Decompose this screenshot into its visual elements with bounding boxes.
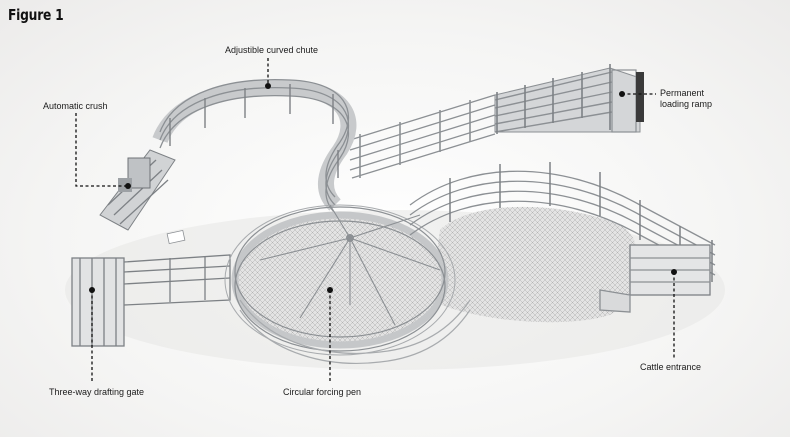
ramp-dot [619, 91, 625, 97]
drafting-gate [71, 254, 231, 347]
entrance-callout: Cattle entrance [640, 362, 702, 372]
forcing-pen-floor [235, 215, 445, 345]
figure-title: Figure 1 [8, 6, 64, 24]
ramp-callout-line2: loading ramp [660, 99, 713, 109]
drafting-gate-callout: Three-way drafting gate [49, 387, 145, 397]
race-to-ramp [349, 94, 496, 179]
chute-dot [265, 83, 271, 89]
holding-yard-floor [430, 206, 639, 323]
holding-yard [409, 162, 716, 313]
crush-leader [75, 113, 128, 187]
forcing-pen-dot [327, 287, 333, 293]
crush-dot [125, 183, 131, 189]
chute-callout: Adjustible curved chute [225, 45, 319, 55]
automatic-crush [99, 149, 186, 245]
walkway-rail [239, 299, 471, 354]
drafting-gate-dot [89, 287, 95, 293]
leader-lines [75, 58, 675, 383]
ramp-callout-line1: Permanent [660, 88, 705, 98]
leader-dots [89, 83, 677, 293]
curved-chute [152, 78, 357, 214]
forcing-pen-callout: Circular forcing pen [283, 387, 362, 397]
crush-callout: Automatic crush [43, 101, 108, 111]
walkway-rail-lower [239, 309, 471, 364]
circular-forcing-pen [224, 204, 456, 356]
loading-ramp [494, 64, 644, 134]
entrance-dot [671, 269, 677, 275]
